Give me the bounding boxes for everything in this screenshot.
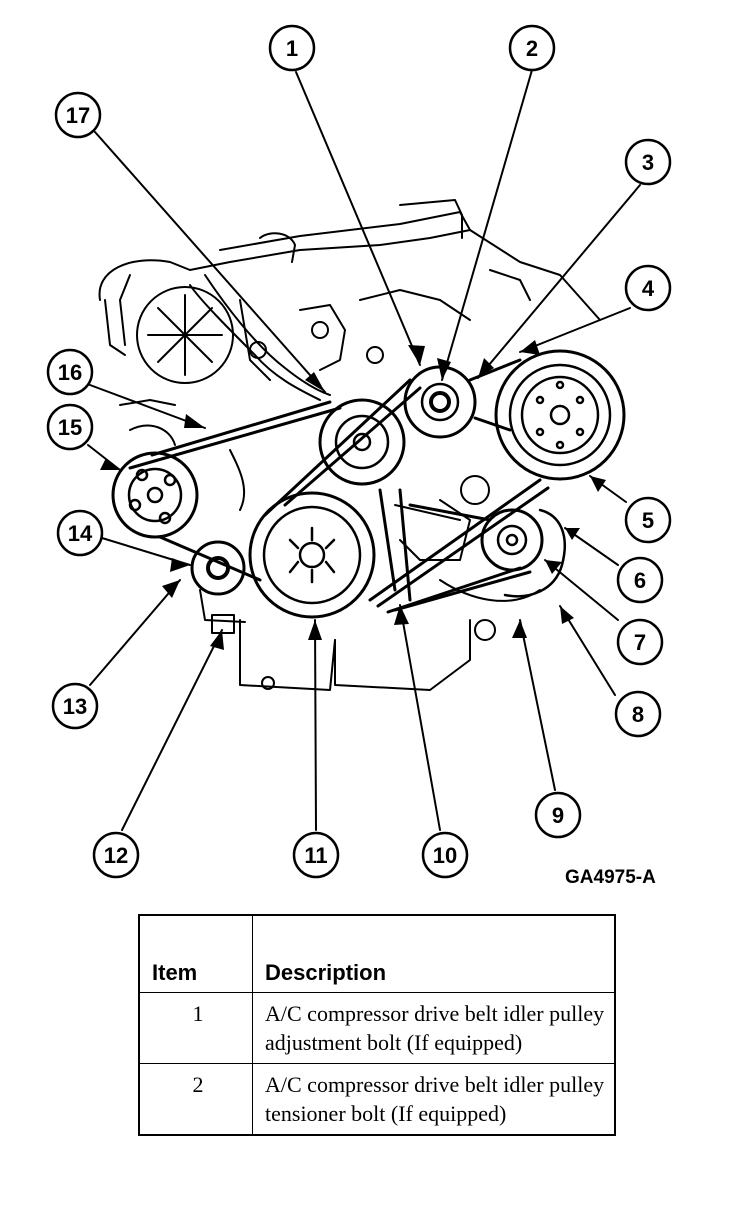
legend-row: 2 A/C compressor drive belt idler pulley… <box>138 1063 616 1136</box>
svg-text:12: 12 <box>104 843 128 868</box>
idler-pulley-upper <box>318 398 406 486</box>
legend-row-item: 1 <box>138 992 253 1064</box>
svg-text:5: 5 <box>642 508 654 533</box>
callout-9: 9 <box>534 791 582 839</box>
callout-11: 11 <box>292 831 340 879</box>
legend-row-item: 2 <box>138 1063 253 1136</box>
ac-idler-pulley <box>403 365 477 439</box>
callout-7: 7 <box>616 618 664 666</box>
svg-text:13: 13 <box>63 694 87 719</box>
crankshaft-pulley <box>248 491 376 619</box>
callout-4: 4 <box>624 264 672 312</box>
callout-2: 2 <box>508 24 556 72</box>
callout-arrowheads <box>100 340 606 650</box>
callout-6: 6 <box>616 556 664 604</box>
legend-header-description: Description <box>252 914 616 993</box>
drive-belts <box>128 358 550 614</box>
callout-10: 10 <box>421 831 469 879</box>
callout-markers: 1 2 3 4 5 6 7 8 9 10 11 12 13 14 15 16 1… <box>46 24 672 879</box>
power-steering-pulley <box>111 451 199 539</box>
callout-17: 17 <box>54 91 102 139</box>
svg-text:8: 8 <box>632 702 644 727</box>
callout-3: 3 <box>624 138 672 186</box>
callout-1: 1 <box>268 24 316 72</box>
figure-id-label: GA4975-A <box>565 867 656 888</box>
callout-13: 13 <box>51 682 99 730</box>
callout-12: 12 <box>92 831 140 879</box>
legend-table: Item Description 1 A/C compressor drive … <box>138 914 616 1136</box>
svg-text:17: 17 <box>66 103 90 128</box>
legend-row-description: A/C compressor drive belt idler pulley a… <box>252 992 616 1064</box>
svg-text:7: 7 <box>634 630 646 655</box>
svg-text:9: 9 <box>552 803 564 828</box>
ac-compressor-pulley <box>494 349 626 481</box>
engine-belt-diagram: 1 2 3 4 5 6 7 8 9 10 11 12 13 14 15 16 1… <box>46 24 672 888</box>
legend-row-description: A/C compressor drive belt idler pulley t… <box>252 1063 616 1136</box>
svg-text:16: 16 <box>58 360 82 385</box>
legend-header-row: Item Description <box>138 914 616 993</box>
callout-16: 16 <box>46 348 94 396</box>
svg-text:1: 1 <box>286 36 298 61</box>
callout-8: 8 <box>614 690 662 738</box>
svg-text:2: 2 <box>526 36 538 61</box>
legend-row: 1 A/C compressor drive belt idler pulley… <box>138 992 616 1064</box>
svg-text:4: 4 <box>642 276 655 301</box>
belt-tensioner-pulley <box>190 540 246 596</box>
svg-text:14: 14 <box>68 521 93 546</box>
svg-text:10: 10 <box>433 843 457 868</box>
svg-text:6: 6 <box>634 568 646 593</box>
callout-14: 14 <box>56 509 104 557</box>
callout-5: 5 <box>624 496 672 544</box>
svg-text:15: 15 <box>58 415 82 440</box>
svg-text:11: 11 <box>304 843 327 868</box>
engine-block-outline <box>98 199 601 691</box>
legend-header-item: Item <box>138 914 253 993</box>
callout-15: 15 <box>46 403 94 451</box>
svg-text:3: 3 <box>642 150 654 175</box>
